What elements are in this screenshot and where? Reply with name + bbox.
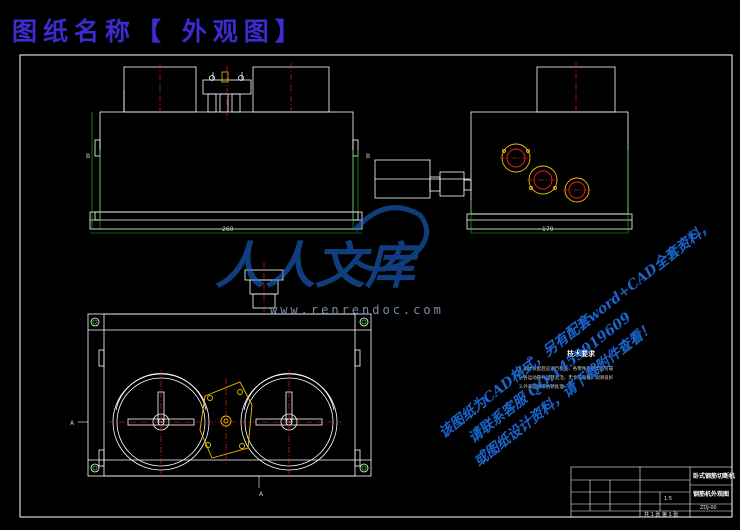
- section-label-b-left: B: [86, 153, 90, 160]
- side-center-lines: [500, 62, 591, 191]
- front-width-dimension: 260: [222, 226, 234, 233]
- watermark-logo: 人人文库: [215, 205, 430, 295]
- title-block-part-name: 钢筋机外观图: [693, 490, 729, 498]
- section-arrow-a: [78, 421, 260, 488]
- title-block: [570, 466, 733, 518]
- tech-req-line-3: 3.外表面涂漆防锈处理: [519, 383, 564, 390]
- top-flange: [87, 313, 372, 477]
- watermark-promo: 该图纸为CAD格式，另有配套word+CAD全套资料， 请联系客服 QQ:145…: [436, 217, 716, 470]
- tech-req-title: 技术要求: [567, 349, 596, 358]
- section-label-a-bottom: A: [259, 491, 264, 498]
- top-housing: [103, 313, 356, 477]
- top-center-lines: [108, 262, 342, 474]
- side-view: [374, 66, 633, 230]
- drawing-title-banner: 图纸名称【 外观图】: [12, 17, 306, 46]
- watermark-brand: 人人文库: [215, 236, 423, 295]
- tech-req-line-2: 2.各运动部件运转灵活，无卡滞现象，润滑良好: [519, 374, 614, 381]
- title-block-scale: 1:5: [664, 496, 672, 502]
- section-label-b-right: B: [366, 153, 370, 160]
- front-center-lines: [159, 63, 292, 120]
- watermark-site: www.renrendoc.com: [270, 303, 444, 317]
- front-dimension-lines: [90, 112, 362, 234]
- title-block-sheet: 共 1 张 第 1 张: [644, 511, 678, 518]
- title-block-drawing-name: 卧式钢筋切断机: [693, 472, 735, 480]
- technical-requirements: 技术要求 1.箱体装配后应进行检查，各零件连接牢固可靠 2.各运动部件运转灵活，…: [519, 349, 614, 390]
- title-block-drawing-no: ZDJ-00: [700, 505, 717, 511]
- side-base: [466, 213, 633, 230]
- side-width-dimension: 170: [542, 226, 554, 233]
- front-housing: [99, 111, 354, 213]
- front-view: [89, 66, 363, 230]
- side-housing: [470, 111, 629, 215]
- side-gears: [501, 143, 590, 203]
- drawing-border: [19, 54, 733, 518]
- side-dimension-lines: [470, 150, 629, 234]
- watermark-promo-line-1: 该图纸为CAD格式，另有配套word+CAD全套资料，: [436, 217, 716, 441]
- section-label-a-left: A: [70, 420, 75, 427]
- tech-req-line-1: 1.箱体装配后应进行检查，各零件连接牢固可靠: [519, 365, 614, 372]
- top-view: [87, 269, 372, 477]
